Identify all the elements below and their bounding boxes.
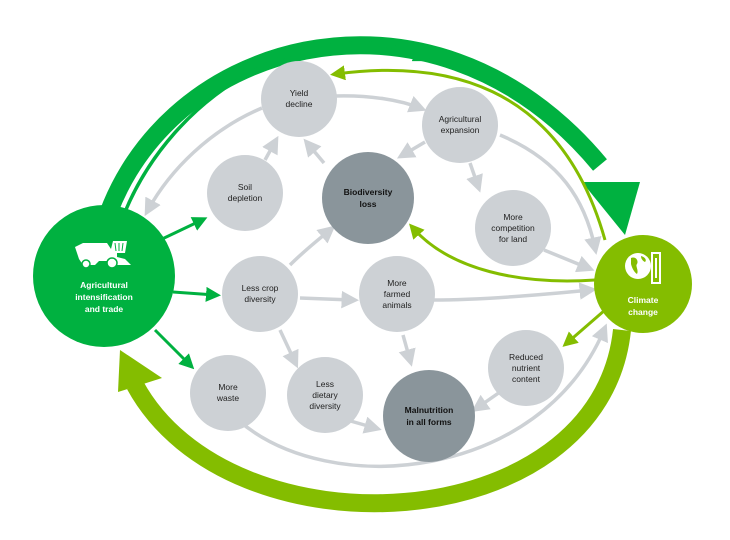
- arrow-climate-to-biodiversity: [409, 223, 596, 283]
- arrow-nutrient-to-malnutrition: [471, 390, 501, 412]
- node-reduced-nutrient-content[interactable]: Reduced nutrient content: [488, 330, 564, 406]
- globe-thermometer-icon: [625, 252, 661, 284]
- node-yield-decline[interactable]: Yield decline: [261, 61, 337, 137]
- node-biodiversity-loss[interactable]: Biodiversity loss: [322, 152, 414, 244]
- node-label: More farmed animals: [382, 277, 412, 310]
- arrow-agri-to-waste: [153, 328, 195, 370]
- arrow-agri-to-soil: [159, 217, 208, 242]
- arrow-competition-to-climate: [543, 248, 595, 273]
- outer-arc-agri-head: [582, 182, 640, 235]
- arrow-farmed-to-malnutrition: [398, 334, 416, 367]
- node-label: Soil depletion: [227, 182, 263, 203]
- node-label: Yield decline: [285, 88, 313, 109]
- outer-arc-climate-head: [118, 350, 162, 392]
- arrow-biodiversity-to-yield: [303, 138, 326, 165]
- arrow-yield-to-agri: [144, 106, 263, 217]
- node-label: Reduced nutrient content: [508, 351, 544, 384]
- arrow-crop-to-dietary: [278, 329, 299, 369]
- node-label: Less dietary diversity: [309, 378, 341, 411]
- arrow-soil-to-yield: [262, 135, 279, 161]
- arrow-crop-to-biodiversity: [288, 225, 336, 267]
- node-agricultural-intensification[interactable]: Agricultural intensification and trade: [33, 205, 175, 347]
- node-label: Malnutrition in all forms: [404, 405, 454, 427]
- arrow-crop-to-farmed: [299, 290, 359, 309]
- arrow-expansion-to-biodiversity: [396, 140, 426, 159]
- arrow-climate-to-nutrient: [562, 308, 606, 347]
- node-label: Agricultural expansion: [438, 114, 482, 135]
- arrow-expansion-to-competition: [466, 162, 483, 193]
- node-label: More waste: [216, 382, 240, 403]
- node-malnutrition[interactable]: Malnutrition in all forms: [383, 370, 475, 462]
- node-more-farmed-animals[interactable]: More farmed animals: [359, 256, 435, 332]
- arrow-agri-to-crop: [172, 286, 221, 302]
- node-climate-change[interactable]: Climate change: [594, 235, 692, 333]
- node-label: Agricultural intensification and trade: [75, 280, 133, 314]
- node-agricultural-expansion[interactable]: Agricultural expansion: [422, 87, 498, 163]
- combine-harvester-icon: [75, 241, 131, 269]
- outer-arc-climate-to-agri: [127, 329, 631, 513]
- arrow-yield-to-expansion: [334, 94, 427, 113]
- node-less-crop-diversity[interactable]: Less crop diversity: [222, 256, 298, 332]
- node-soil-depletion[interactable]: Soil depletion: [207, 155, 283, 231]
- arrow-agri-to-top: [116, 41, 432, 231]
- node-label: Climate change: [627, 295, 659, 317]
- node-label: Less crop diversity: [241, 283, 279, 304]
- arrow-climate-to-yield: [330, 65, 607, 241]
- node-label: More competition for land: [491, 211, 535, 244]
- arrow-expansion-to-climate: [499, 133, 602, 255]
- arrow-farmed-to-climate: [432, 282, 597, 302]
- node-label: Biodiversity loss: [343, 187, 393, 209]
- node-less-dietary-diversity[interactable]: Less dietary diversity: [287, 357, 363, 433]
- node-more-waste[interactable]: More waste: [190, 355, 266, 431]
- node-more-competition-for-land[interactable]: More competition for land: [475, 190, 551, 266]
